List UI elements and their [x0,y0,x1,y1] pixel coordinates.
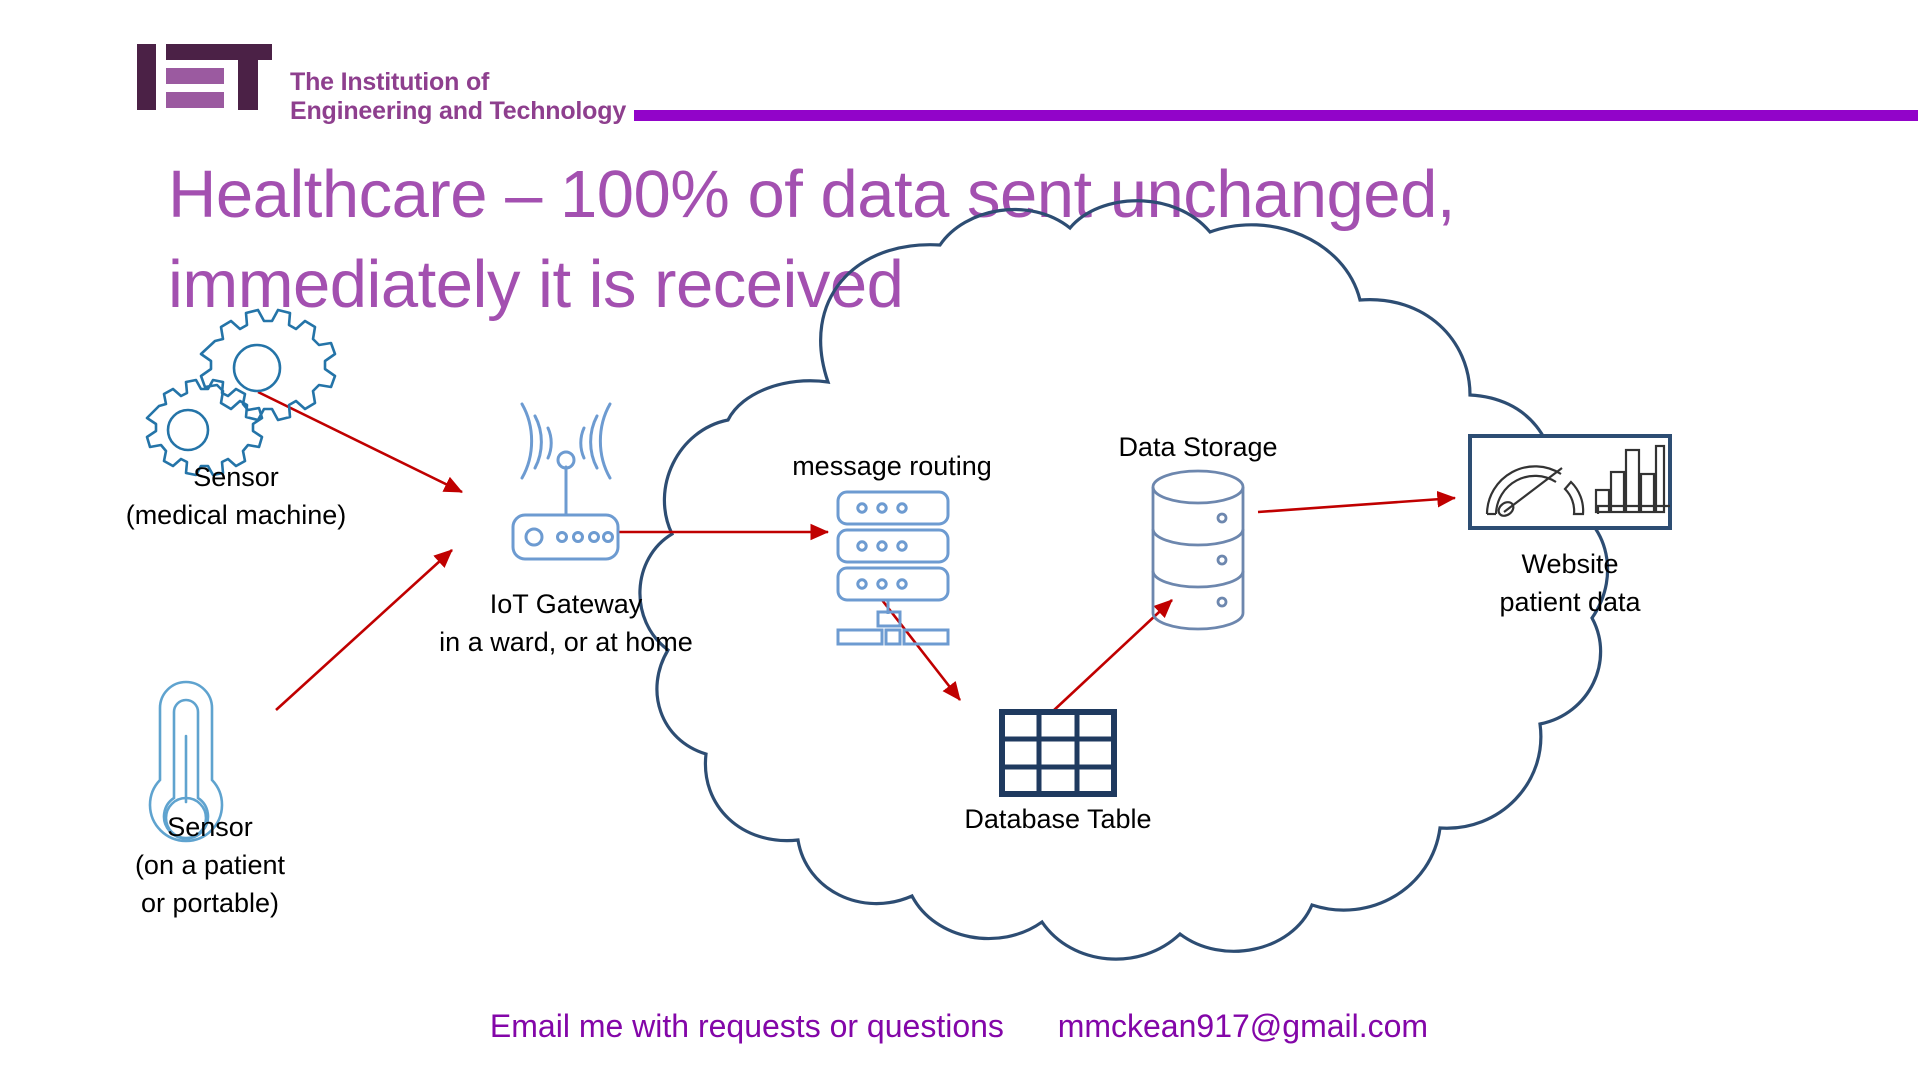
page-title: Healthcare – 100% of data sent unchanged… [168,150,1668,330]
label-sensor-machine: Sensor (medical machine) [125,462,347,530]
iet-logo-wordmark: The Institution of Engineering and Techn… [290,68,626,126]
label-website: Website patient data [1499,549,1641,617]
router-wifi-icon [511,402,620,561]
arrow-message-routing-to-database-table [880,599,962,701]
header-divider-rule [634,110,1918,121]
dashboard-gauge-chart-icon [1468,434,1672,530]
page-title-line-2: immediately it is received [168,247,904,322]
iet-logo-line1: The Institution of [290,68,490,96]
gears-icon [145,308,337,477]
label-data-storage: Data Storage [1118,432,1278,462]
label-sensor-portable: Sensor (on a patient or portable) [134,812,286,918]
footer-message: Email me with requests or questions [489,1008,1004,1044]
iet-logo-line2: Engineering and Technology [290,97,627,125]
label-database-table: Database Table [964,804,1152,834]
label-iot-gateway: IoT Gateway in a ward, or at home [439,589,693,657]
iet-logo-mark [137,44,272,110]
table-grid-icon [999,709,1117,797]
arrow-data-storage-to-website [1257,490,1457,514]
footer-contact: Email me with requests or questions mmck… [0,1008,1918,1045]
database-cylinder-icon [1151,469,1245,631]
iet-logo: The Institution of Engineering and Techn… [134,40,634,125]
arrow-database-table-to-data-storage [1051,599,1173,713]
label-message-routing: message routing [792,451,992,481]
footer-email[interactable]: mmckean917@gmail.com [1057,1008,1429,1044]
server-rack-icon [836,490,950,646]
page-title-line-1: Healthcare – 100% of data sent unchanged… [168,157,1455,232]
